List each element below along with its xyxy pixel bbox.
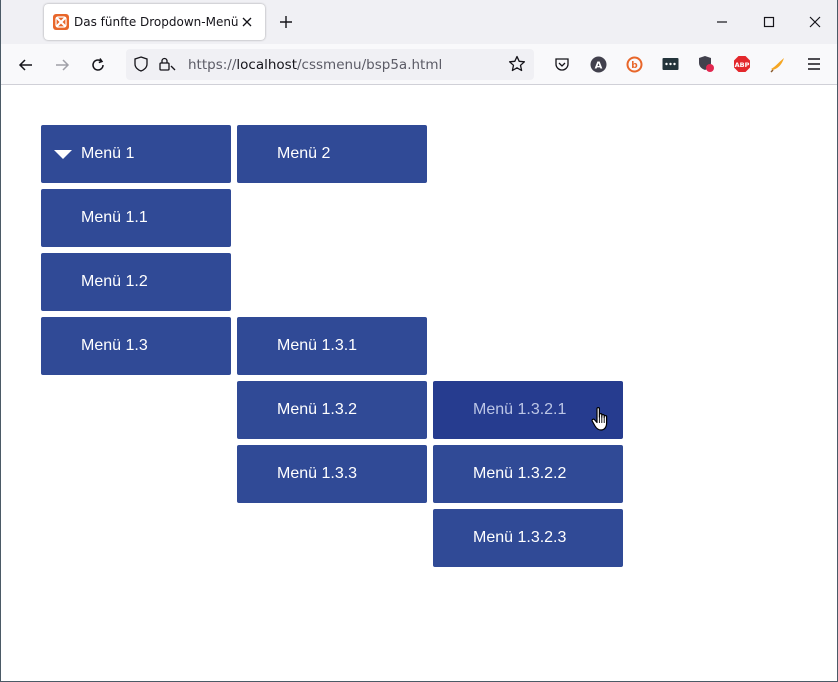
url-text[interactable]: https://localhost/cssmenu/bsp5a.html (188, 57, 443, 73)
menu-item-1-3-1[interactable]: Menü 1.3.1 (237, 317, 427, 375)
svg-text:ABP: ABP (735, 61, 750, 69)
menu-item-label: Menü 1.3.3 (277, 465, 358, 482)
menu-item-2[interactable]: Menü 2 (237, 125, 427, 183)
adblock-plus-icon[interactable]: ABP (733, 55, 751, 73)
menu-item-label: Menü 1.1 (81, 209, 148, 226)
star-bookmark-icon[interactable] (508, 55, 526, 73)
menu-item-label: Menü 1.3.2.2 (473, 465, 567, 482)
menu-item-label: Menü 1.3.2 (277, 401, 358, 418)
lock-icon[interactable] (158, 55, 176, 73)
navigation-bar: https://localhost/cssmenu/bsp5a.html A b… (1, 44, 837, 85)
hand-pointer-cursor-icon (591, 406, 611, 432)
menu-item-label: Menü 1.3.2.3 (473, 529, 567, 546)
menu-item-label: Menü 1.3.1 (277, 337, 358, 354)
menu-item-label: Menü 1.3 (81, 337, 148, 354)
tab-title: Das fünfte Dropdown-Menü (74, 15, 239, 29)
privacy-badger-icon[interactable] (697, 55, 715, 73)
menu-item-label: Menü 1.2 (81, 273, 148, 290)
close-tab-icon[interactable] (239, 14, 255, 30)
menu-item-1-3[interactable]: Menü 1.3 (41, 317, 231, 375)
menu-item-label: Menü 1 (81, 145, 135, 162)
menu-item-1-1[interactable]: Menü 1.1 (41, 189, 231, 247)
password-icon[interactable] (661, 55, 679, 73)
shield-icon[interactable] (132, 55, 150, 73)
menu-item-1[interactable]: Menü 1 (41, 125, 231, 183)
menu-item-label: Menü 2 (277, 145, 331, 162)
maximize-icon[interactable] (755, 8, 783, 36)
reload-icon[interactable] (85, 52, 111, 78)
menu-item-label: Menü 1.3.2.1 (473, 401, 567, 418)
new-tab-icon[interactable] (277, 13, 295, 31)
a-avatar-icon[interactable]: A (589, 55, 607, 73)
close-window-icon[interactable] (801, 8, 829, 36)
menu-item-1-3-2-1[interactable]: Menü 1.3.2.1 (433, 381, 623, 439)
menu-item-1-3-2[interactable]: Menü 1.3.2 (237, 381, 427, 439)
menu-item-1-3-2-2[interactable]: Menü 1.3.2.2 (433, 445, 623, 503)
minimize-icon[interactable] (708, 8, 736, 36)
svg-text:b: b (631, 61, 638, 71)
back-arrow-icon[interactable] (13, 52, 39, 78)
menu-item-1-3-2-3[interactable]: Menü 1.3.2.3 (433, 509, 623, 567)
menu-item-1-3-3[interactable]: Menü 1.3.3 (237, 445, 427, 503)
svg-text:A: A (594, 60, 602, 71)
bird-icon[interactable] (769, 55, 787, 73)
url-bar[interactable]: https://localhost/cssmenu/bsp5a.html (126, 49, 534, 80)
title-bar: Das fünfte Dropdown-Menü (1, 0, 837, 44)
b-extension-icon[interactable]: b (625, 55, 643, 73)
pocket-icon[interactable] (553, 55, 571, 73)
xampp-icon (53, 14, 69, 30)
caret-down-icon (54, 150, 72, 159)
browser-tab[interactable]: Das fünfte Dropdown-Menü (44, 4, 265, 40)
menu-item-1-2[interactable]: Menü 1.2 (41, 253, 231, 311)
hamburger-menu-icon[interactable] (805, 55, 823, 73)
forward-arrow-icon[interactable] (49, 52, 75, 78)
